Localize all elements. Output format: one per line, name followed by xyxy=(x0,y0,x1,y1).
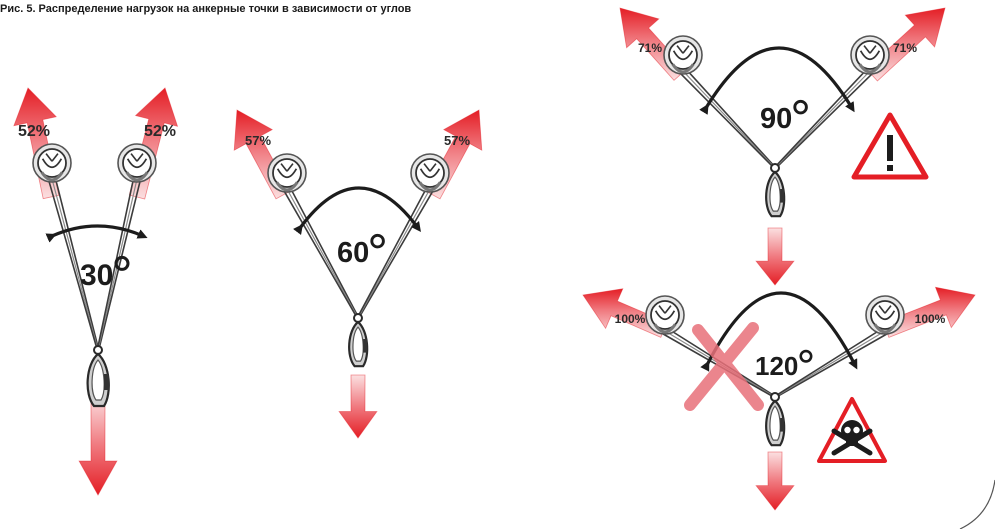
angle-label: 30 xyxy=(80,255,130,292)
angle-label-value: 90 xyxy=(760,103,792,135)
load-percent-left: 57% xyxy=(245,133,271,148)
page-corner-curl xyxy=(959,479,995,529)
carabiner-icon xyxy=(765,170,786,218)
panel-60-degrees: 57% 57% 60 xyxy=(233,109,483,439)
anchor-bolt-left-icon xyxy=(32,143,72,183)
load-percent-left: 52% xyxy=(18,123,50,140)
load-percent-left: 71% xyxy=(638,41,662,55)
angle-label-degree-icon xyxy=(793,99,808,115)
carabiner-icon xyxy=(86,352,110,408)
angle-arc xyxy=(699,46,855,115)
anchor-bolt-left-icon xyxy=(663,35,703,75)
angle-label-value: 120 xyxy=(755,351,798,381)
anchor-bolt-right-icon xyxy=(850,35,890,75)
anchor-bolt-right-icon xyxy=(410,153,450,193)
anchor-bolt-right-icon xyxy=(865,295,905,335)
angle-label-degree-icon xyxy=(799,349,813,363)
load-arrow-down xyxy=(78,394,118,496)
load-arrow-down xyxy=(755,227,795,286)
sling-right xyxy=(356,186,434,319)
sling-left xyxy=(283,186,360,319)
panel-30-degrees: 52% 52% 30 xyxy=(13,87,179,496)
anchor-bolt-left-icon xyxy=(267,153,307,193)
angle-label-value: 60 xyxy=(337,237,369,269)
anchor-bolt-left-icon xyxy=(645,295,685,335)
warning-triangle-icon xyxy=(851,112,929,180)
angle-label: 90 xyxy=(760,99,808,135)
carabiner-icon xyxy=(348,320,369,368)
load-arrow-down xyxy=(338,374,378,439)
angle-arc xyxy=(45,224,148,243)
load-percent-right: 57% xyxy=(444,133,470,148)
danger-skull-icon xyxy=(817,397,887,463)
sling-left xyxy=(679,68,777,170)
sling-right xyxy=(773,68,874,170)
angle-label: 60 xyxy=(337,233,385,269)
load-percent-right: 100% xyxy=(915,312,946,326)
angle-arc xyxy=(293,186,421,235)
angle-label: 120 xyxy=(755,349,813,381)
angle-arc xyxy=(700,291,858,372)
load-percent-left: 100% xyxy=(615,312,646,326)
anchor-bolt-right-icon xyxy=(117,143,157,183)
load-percent-right: 71% xyxy=(893,41,917,55)
sling-left xyxy=(47,177,100,351)
panel-90-degrees: 71% 71% 90 xyxy=(619,7,946,286)
load-percent-right: 52% xyxy=(144,123,176,140)
load-arrow-left xyxy=(582,288,668,338)
carabiner-icon xyxy=(765,399,786,447)
angle-label-degree-icon xyxy=(370,233,385,249)
load-arrow-down xyxy=(755,451,795,511)
figure-caption: Рис. 5. Распределение нагрузок на анкерн… xyxy=(0,3,412,15)
panel-120-degrees: 100% 100% 120 xyxy=(582,286,976,511)
angle-label-value: 30 xyxy=(80,259,113,292)
angle-label-degree-icon xyxy=(114,255,130,271)
rejected-cross-icon xyxy=(684,322,764,411)
